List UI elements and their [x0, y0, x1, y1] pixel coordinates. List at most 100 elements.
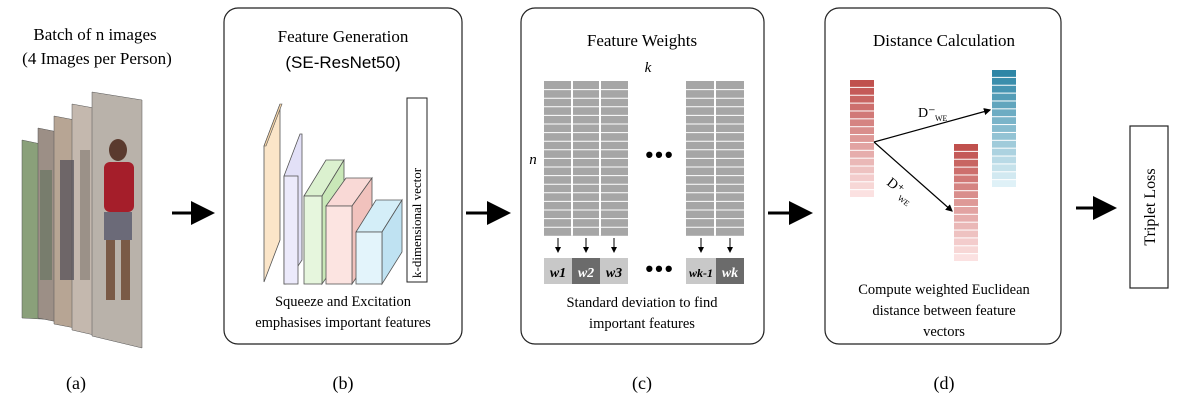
n-label: n	[529, 152, 537, 168]
weight-cell-w1	[544, 258, 572, 284]
person-shorts	[104, 212, 132, 240]
vector-stripe	[992, 101, 1016, 109]
vector-stripe	[850, 158, 874, 166]
distance-caption-line2: distance between feature	[872, 303, 1015, 319]
cnn-block-5-front	[355, 231, 383, 285]
feature-generation-title: Feature Generation	[278, 27, 409, 46]
positive-feature-vector	[954, 144, 978, 261]
weight-label-w3: w3	[606, 266, 622, 281]
person-leg	[106, 240, 115, 300]
vector-stripe	[850, 111, 874, 119]
person-head	[109, 139, 127, 161]
distance-caption-line1: Compute weighted Euclidean	[858, 282, 1030, 298]
panel-label-c: (c)	[632, 373, 652, 394]
vector-stripe	[954, 199, 978, 206]
ellipsis-weights: •••	[645, 256, 674, 281]
weight-label-wk: wk	[722, 266, 738, 281]
batch-title-line1: Batch of n images	[33, 25, 156, 44]
weight-cell-wk	[716, 258, 744, 284]
std-caption-line1: Standard deviation to find	[566, 295, 718, 311]
k-dimensional-vector-box	[406, 97, 428, 283]
vector-stripe	[850, 103, 874, 111]
panel-label-a: (a)	[66, 373, 86, 394]
triplet-loss-box	[1129, 125, 1169, 289]
vector-stripe	[954, 175, 978, 183]
cnn-block-4-front	[325, 205, 353, 285]
vector-stripe	[954, 159, 978, 167]
vector-stripe	[850, 95, 874, 103]
person-leg	[121, 240, 130, 300]
distance-caption-line3: vectors	[923, 324, 965, 340]
weight-cell-wk-1	[686, 258, 716, 284]
vector-stripe	[992, 156, 1016, 164]
person-figure	[60, 160, 74, 280]
vector-stripe	[992, 172, 1016, 180]
se-caption-line1: Squeeze and Excitation	[275, 294, 412, 310]
vector-stripe	[992, 77, 1016, 85]
vector-stripe	[850, 174, 874, 182]
weight-label-wk-1: wk-1	[689, 266, 713, 280]
person-shirt	[104, 162, 134, 212]
negative-feature-vector	[992, 70, 1016, 187]
vector-stripe	[850, 150, 874, 158]
se-caption-line2: emphasises important features	[255, 315, 431, 331]
std-caption-line2: important features	[589, 316, 695, 332]
cnn-block-3-front	[303, 195, 323, 285]
vector-stripe	[954, 206, 978, 214]
vector-stripe	[992, 148, 1016, 156]
vector-stripe	[954, 246, 978, 254]
vector-stripe	[992, 125, 1016, 132]
cnn-block-2-front	[283, 175, 299, 285]
panel-c: Feature Weights k n ••• ••• w1 w2 w3 wk-…	[520, 7, 765, 394]
feature-matrix-left	[544, 81, 628, 236]
vector-stripe	[992, 132, 1016, 140]
feature-matrix-right	[686, 81, 744, 236]
vector-stripe	[992, 85, 1016, 93]
vector-stripe	[850, 80, 874, 87]
vector-stripe	[992, 109, 1016, 117]
panel-label-d: (d)	[934, 373, 955, 394]
vector-stripe	[954, 144, 978, 151]
vector-stripe	[992, 70, 1016, 77]
vector-stripe	[850, 182, 874, 190]
k-label: k	[645, 60, 652, 76]
triplet-loss: Triplet Loss	[1129, 125, 1169, 289]
vector-stripe	[850, 135, 874, 142]
vector-stripe	[954, 222, 978, 230]
weight-cell-w2	[572, 258, 600, 284]
person-figure	[80, 150, 90, 280]
vector-stripe	[850, 142, 874, 150]
vector-stripe	[992, 140, 1016, 148]
vector-stripe	[954, 254, 978, 261]
vector-stripe	[992, 164, 1016, 172]
image-stack	[21, 91, 143, 349]
batch-title-line2: (4 Images per Person)	[22, 49, 172, 68]
panel-label-b: (b)	[333, 373, 354, 394]
vector-stripe	[992, 117, 1016, 125]
d-negative-label: D⁻	[918, 106, 936, 121]
vector-stripe	[954, 230, 978, 238]
person-figure	[40, 170, 52, 280]
down-arrows	[555, 238, 733, 253]
vector-stripe	[954, 191, 978, 199]
vector-stripe	[954, 151, 978, 159]
vector-stripe	[850, 190, 874, 197]
weight-label-w2: w2	[578, 266, 594, 281]
distance-calculation-title: Distance Calculation	[873, 31, 1016, 50]
panel-d: Distance Calculation D⁻ WE D⁺ WE Compute…	[824, 7, 1062, 394]
vector-stripe	[992, 93, 1016, 101]
vector-stripe	[954, 183, 978, 191]
k-dimensional-vector-label: k-dimensional vector	[409, 167, 424, 278]
d-negative-subscript: WE	[935, 114, 948, 123]
vector-stripe	[850, 127, 874, 135]
arrow-to-negative	[873, 108, 992, 143]
panel-a: Batch of n images (4 Images per Person) …	[21, 25, 172, 394]
triplet-loss-label: Triplet Loss	[1142, 168, 1159, 245]
weight-label-w1: w1	[550, 266, 566, 281]
ellipsis-columns: •••	[645, 142, 674, 167]
feature-weights-title: Feature Weights	[587, 31, 697, 50]
vector-stripe	[850, 166, 874, 174]
arrow-to-positive	[873, 141, 953, 212]
vector-stripe	[954, 238, 978, 246]
